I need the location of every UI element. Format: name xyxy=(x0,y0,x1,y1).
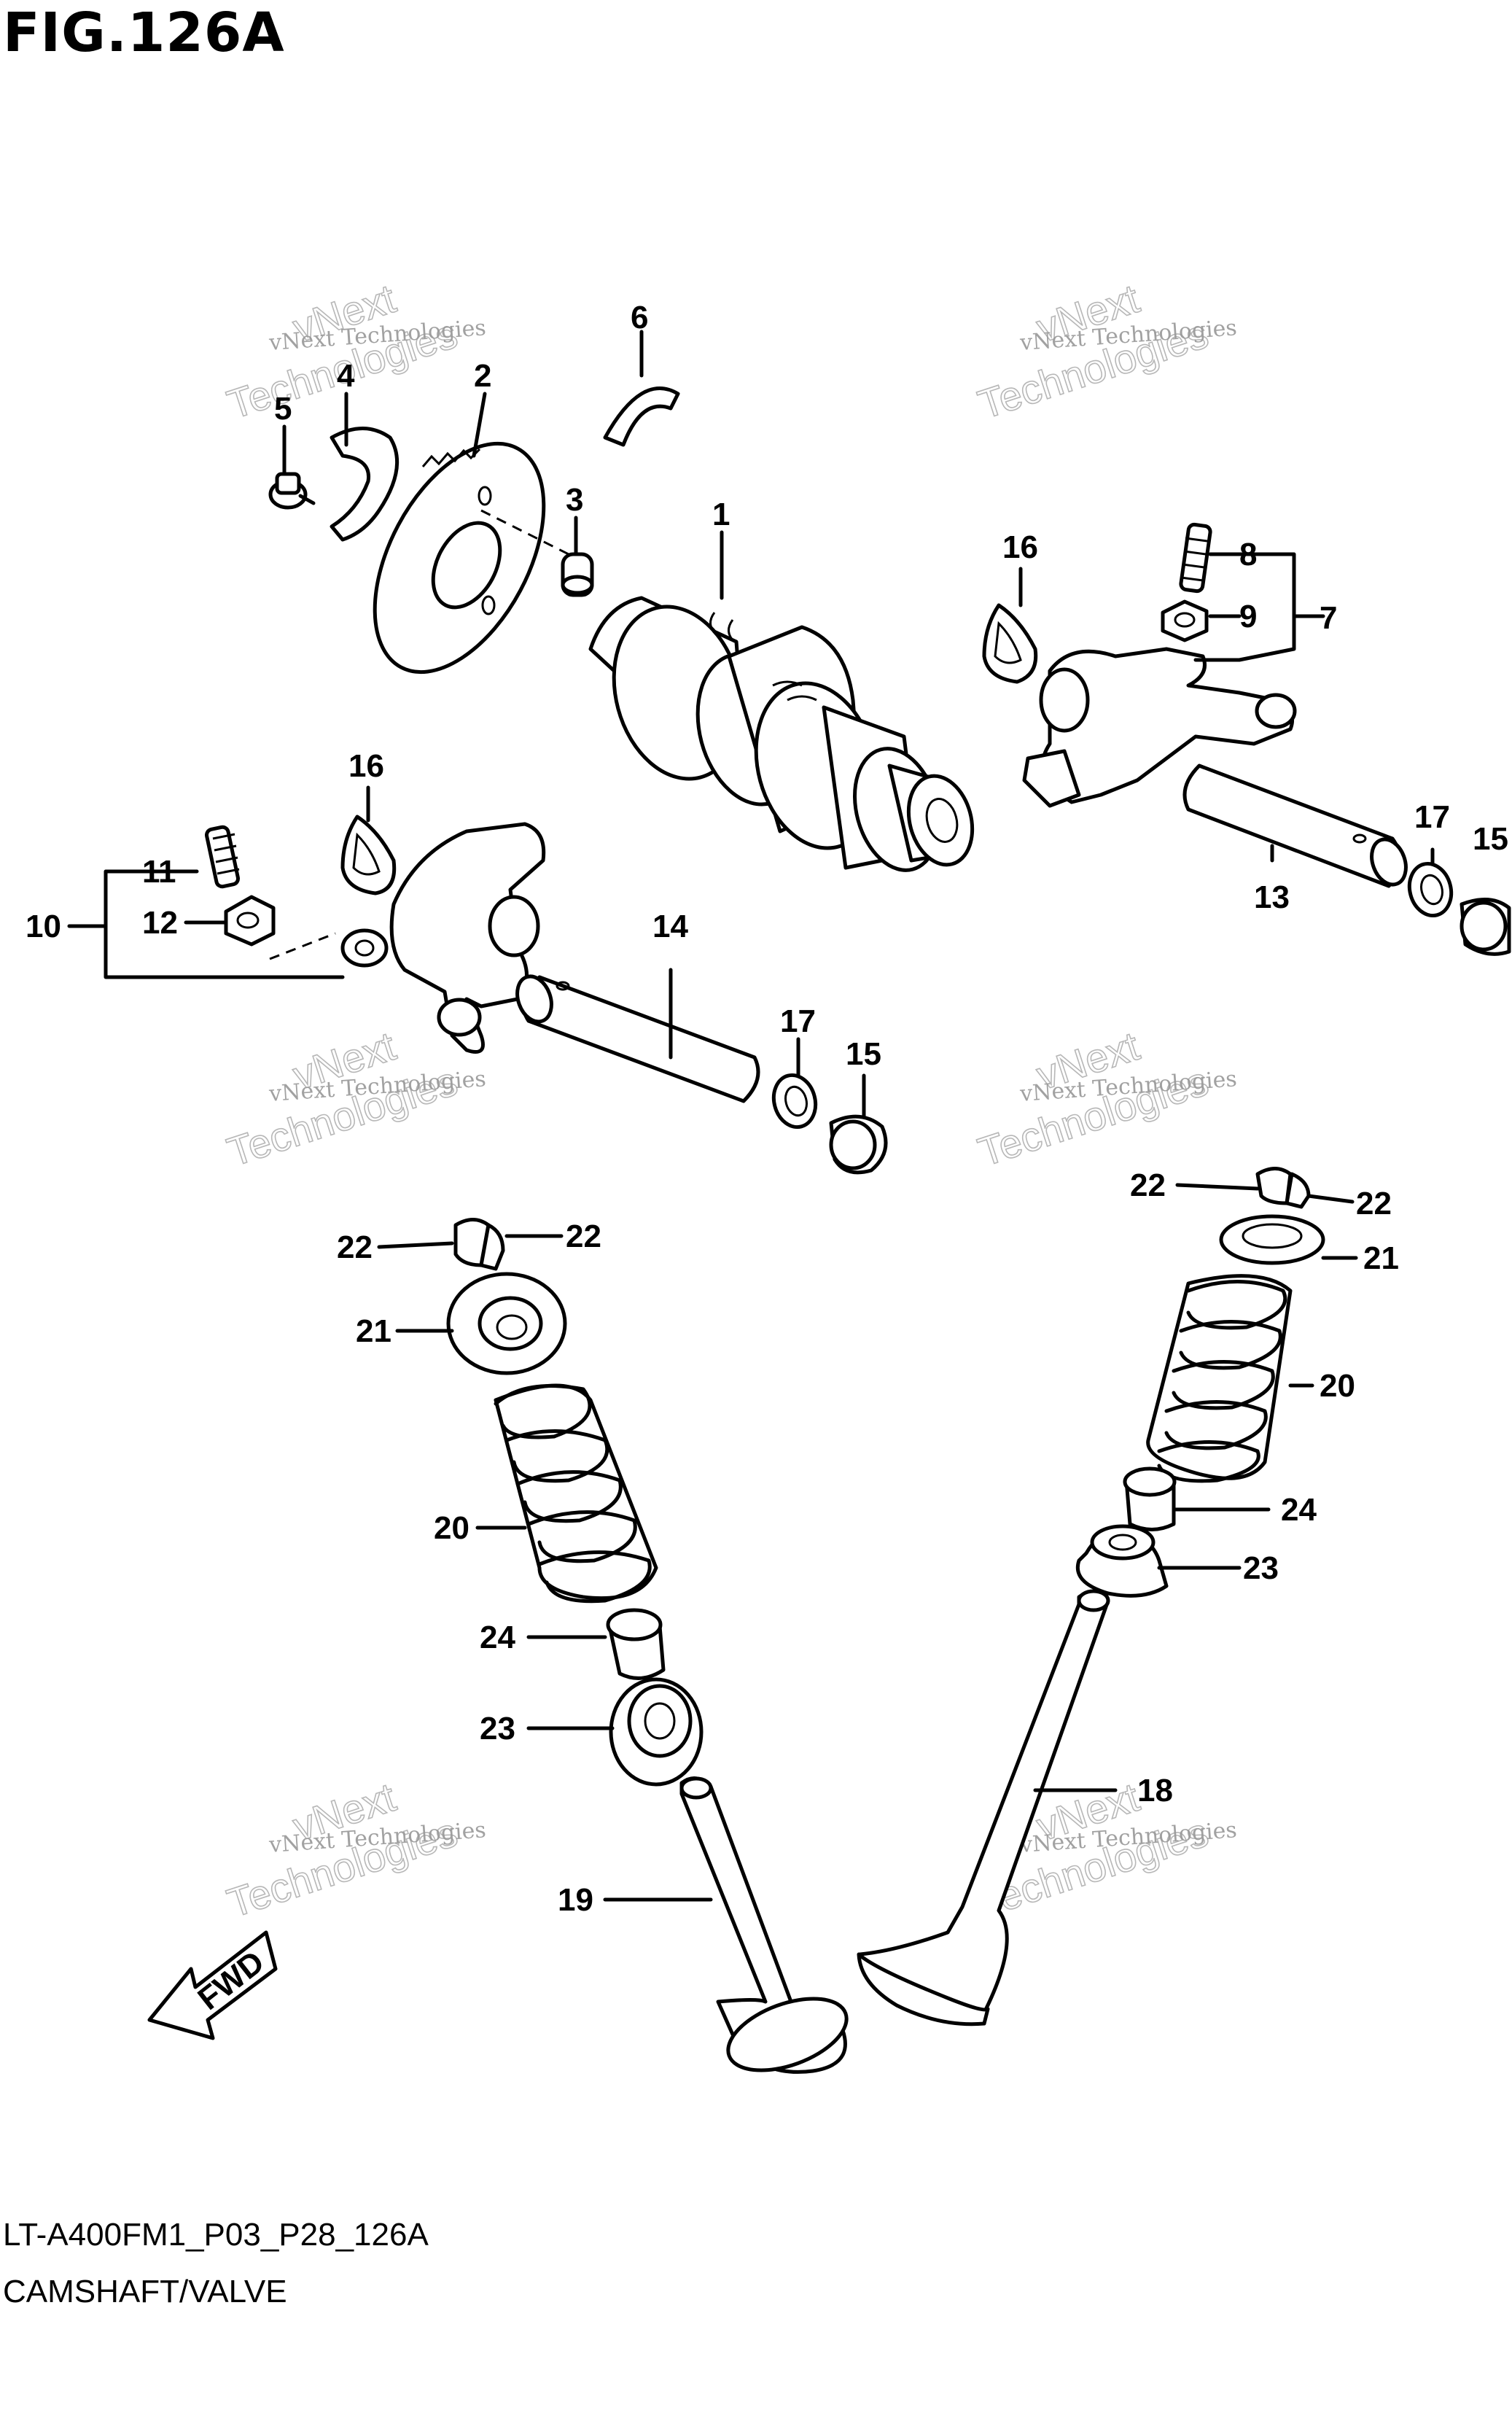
part-valve-19 xyxy=(679,1776,849,2074)
callout-24-left: 24 xyxy=(480,1620,515,1655)
part-cap-15-left xyxy=(829,1114,888,1175)
fwd-arrow: FWD xyxy=(147,1930,278,2040)
part-spring-20-left xyxy=(494,1383,658,1604)
callout-6: 6 xyxy=(631,300,648,335)
part-seat-23-right xyxy=(1076,1524,1169,1598)
callout-14: 14 xyxy=(652,909,688,944)
part-nut-9 xyxy=(1161,599,1209,642)
callout-20-left: 20 xyxy=(434,1510,469,1546)
part-oring-16-right xyxy=(982,603,1038,684)
part-seat-23-left xyxy=(609,1677,704,1787)
watermark-bottom-left: vNext Technologies vNext Technologies xyxy=(221,1773,486,1927)
part-spring-20-right xyxy=(1146,1274,1293,1483)
part-retainer-21-left xyxy=(446,1272,567,1375)
callout-23-right: 23 xyxy=(1243,1550,1279,1586)
callout-16-left: 16 xyxy=(348,748,384,784)
callout-8: 8 xyxy=(1239,537,1257,572)
figure-caption: CAMSHAFT/VALVE xyxy=(3,2274,287,2309)
part-oring-16-left xyxy=(340,815,397,895)
part-pin-3 xyxy=(561,552,594,597)
callout-2: 2 xyxy=(474,358,491,394)
callout-11: 11 xyxy=(142,854,176,890)
callout-1: 1 xyxy=(712,497,730,532)
callout-18: 18 xyxy=(1137,1773,1173,1808)
part-seal-24-right xyxy=(1123,1466,1177,1531)
part-shaft-14 xyxy=(515,974,760,1103)
callout-15-left: 15 xyxy=(846,1036,881,1072)
part-valve-18 xyxy=(857,1589,1110,2026)
callout-17-left: 17 xyxy=(780,1003,816,1039)
part-bolt-5 xyxy=(268,472,316,510)
part-seal-24-left xyxy=(606,1608,666,1680)
watermark-mid-left: vNext Technologies vNext Technologies xyxy=(221,1022,486,1175)
part-rocker-arm-10 xyxy=(340,822,546,1054)
leader-lines xyxy=(67,330,1435,1902)
callout-labels: 1 2 3 4 5 6 7 8 9 10 11 12 13 14 15 15 1… xyxy=(26,300,1508,1918)
callout-15-right: 15 xyxy=(1473,821,1508,857)
watermark-top-left: vNext Technologies vNext Technologies xyxy=(221,274,486,428)
callout-9: 9 xyxy=(1239,599,1257,634)
callout-4: 4 xyxy=(337,358,355,394)
part-rocker-arm-7 xyxy=(1022,647,1297,808)
callout-23-left: 23 xyxy=(480,1711,515,1746)
callout-12: 12 xyxy=(142,905,178,941)
callout-19: 19 xyxy=(558,1882,593,1918)
callout-22-right-a: 22 xyxy=(1130,1167,1166,1203)
callout-17-right: 17 xyxy=(1414,799,1450,835)
figure-title: FIG.126A xyxy=(3,1,285,64)
callout-3: 3 xyxy=(566,482,583,518)
callout-20-right: 20 xyxy=(1320,1368,1355,1404)
callout-24-right: 24 xyxy=(1281,1492,1317,1528)
part-shaft-13 xyxy=(1182,763,1408,888)
part-oring-17-right xyxy=(1407,861,1454,918)
part-camshaft-1 xyxy=(588,596,975,872)
callout-21-right: 21 xyxy=(1363,1240,1399,1276)
part-cap-15-right xyxy=(1460,898,1511,956)
part-sprocket-2 xyxy=(373,441,569,675)
part-nut-12 xyxy=(224,895,336,960)
callout-22-left-a: 22 xyxy=(337,1229,373,1265)
figure-code: LT-A400FM1_P03_P28_126A xyxy=(3,2217,429,2253)
watermark-top-right: vNext Technologies vNext Technologies xyxy=(972,274,1237,428)
part-clip-6 xyxy=(603,386,680,447)
part-cotter-22-right xyxy=(1255,1167,1311,1209)
callout-22-right-b: 22 xyxy=(1356,1186,1392,1221)
callout-13: 13 xyxy=(1254,879,1290,915)
part-screw-11 xyxy=(204,825,241,889)
callout-7: 7 xyxy=(1320,600,1337,636)
part-oring-17-left xyxy=(771,1073,818,1130)
part-cotter-22-left xyxy=(453,1218,505,1271)
callout-22-left-b: 22 xyxy=(566,1219,601,1254)
callout-21-left: 21 xyxy=(356,1313,391,1349)
part-screw-8 xyxy=(1179,522,1212,594)
callout-16-right: 16 xyxy=(1002,529,1038,565)
watermark-mid-right: vNext Technologies vNext Technologies xyxy=(972,1022,1237,1175)
callout-5: 5 xyxy=(274,391,292,427)
part-retainer-21-right xyxy=(1219,1214,1325,1265)
callout-10: 10 xyxy=(26,909,61,944)
part-clip-4 xyxy=(330,427,400,542)
